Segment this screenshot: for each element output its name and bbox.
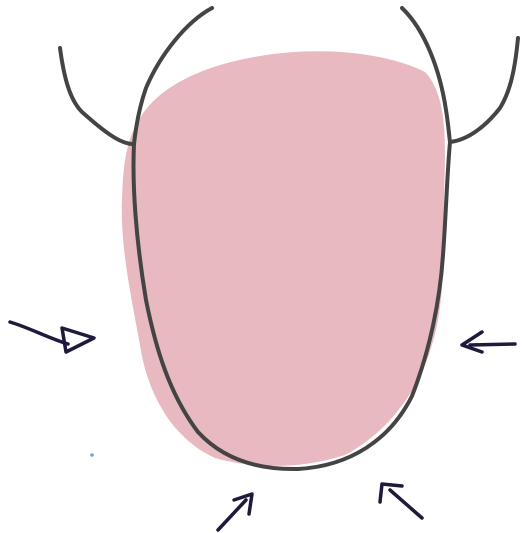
speck-mark bbox=[90, 453, 94, 457]
tongue-fill bbox=[122, 51, 445, 466]
arrow-bottom-left bbox=[218, 494, 252, 530]
arrow-right bbox=[462, 332, 515, 352]
arrow-bottom-right bbox=[380, 484, 422, 518]
arrow-left bbox=[10, 322, 94, 352]
